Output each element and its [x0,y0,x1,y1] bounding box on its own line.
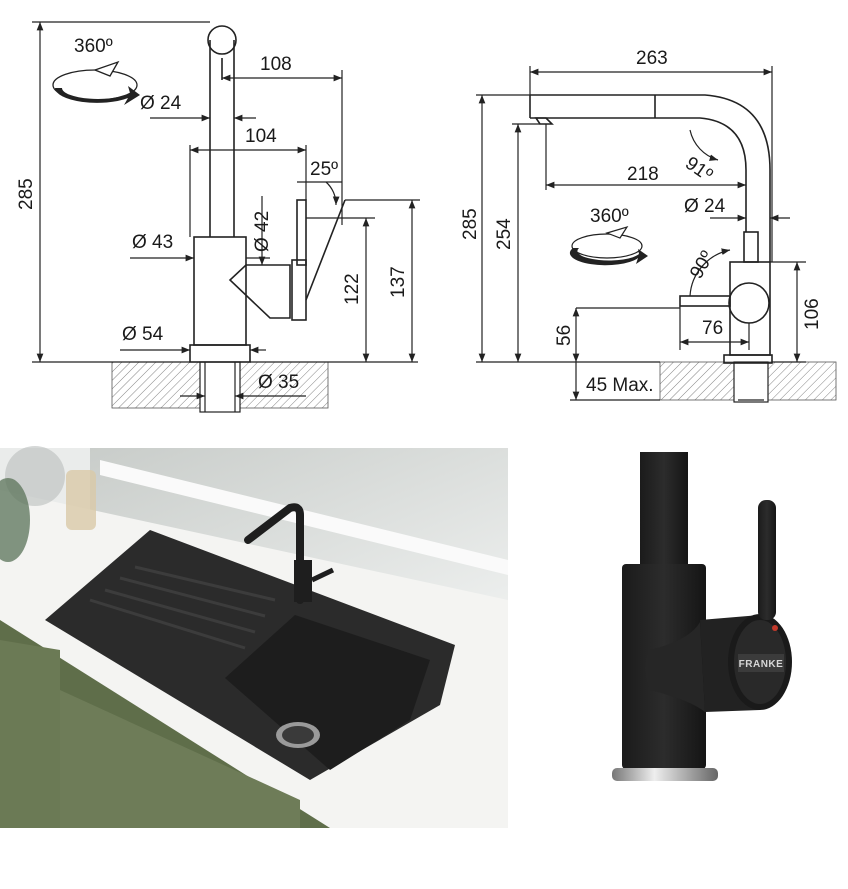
lever-diameter-label: Ø 42 [252,211,273,252]
tap-base-outline [189,344,251,363]
left-side-view: 360º 285 108 Ø 24 104 25º Ø 43 Ø 42 122 … [16,21,420,413]
handle-reach-label: 104 [245,126,277,147]
body-diameter-label: Ø 43 [132,232,173,253]
lever-angle-label: 90º [686,248,718,283]
lever-offset-label: 76 [702,318,723,339]
height-lever-top-label: 137 [388,266,409,298]
faucet-product-photo: FRANKE [612,452,792,781]
brand-logo: FRANKE [739,659,784,670]
height-total-label-left: 285 [16,178,37,210]
lever-housing-outline [228,264,291,319]
spout-outer-outline [530,94,771,262]
rotation-360-icon-right [569,225,648,266]
kitchen-sink-photo [0,446,508,828]
max-thickness-label: 45 Max. [586,375,654,396]
height-outlet-label: 254 [494,218,515,250]
reach-label: 108 [260,54,292,75]
inner-reach-label: 218 [627,164,659,185]
height-total-label-right: 285 [460,208,481,240]
spout-diameter-label-right: Ø 24 [684,196,726,217]
hole-diameter-label: Ø 35 [258,372,299,393]
height-handle-label: 122 [342,273,363,305]
height-lever-label: 106 [802,298,823,330]
base-diameter-label: Ø 54 [122,324,164,345]
total-reach-label: 263 [636,48,668,69]
tap-body-outline [193,236,247,346]
tap-body-outline-right [729,261,771,356]
handle-angle-label: 25º [310,159,338,180]
base-height-label: 56 [554,325,575,346]
spout-diameter-label-left: Ø 24 [140,93,182,114]
rotation-360-icon [52,60,140,105]
right-side-view: 263 91º 218 Ø 24 360º 285 254 90º 106 76… [460,48,837,403]
spout-head-outline [207,25,237,55]
lever-knob-outline [728,282,770,324]
rotation-label-left: 360º [74,36,113,57]
rotation-label-right: 360º [590,206,629,227]
